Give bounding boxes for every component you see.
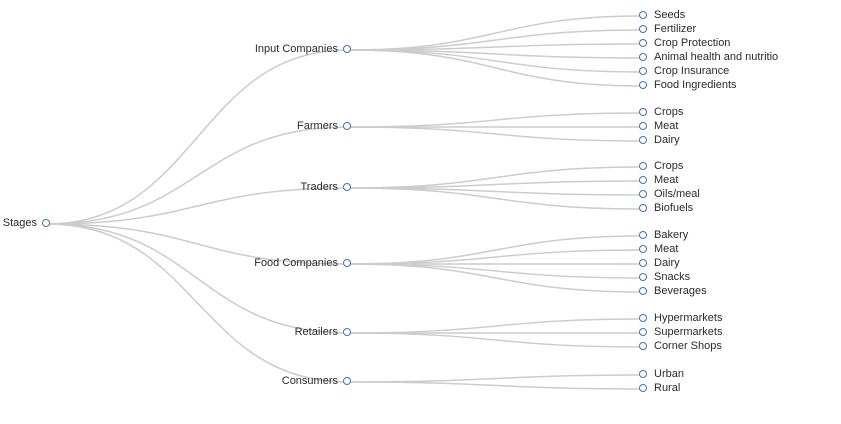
link-farmers-to-crops — [347, 112, 645, 128]
link-root-to-food-companies — [46, 223, 349, 265]
node-leaf-input-companies-food-ingredients-label: Food Ingredients — [654, 79, 737, 91]
circle-icon[interactable] — [639, 370, 647, 378]
circle-icon[interactable] — [639, 67, 647, 75]
circle-icon[interactable] — [639, 176, 647, 184]
link-root-to-traders — [46, 187, 349, 225]
link-retailers-to-corner-shops — [347, 332, 645, 348]
circle-icon[interactable] — [639, 384, 647, 392]
node-leaf-food-companies-bakery-label: Bakery — [654, 229, 689, 241]
node-leaf-input-companies-fertilizer-label: Fertilizer — [654, 23, 697, 35]
circle-icon[interactable] — [639, 25, 647, 33]
circle-icon[interactable] — [639, 273, 647, 281]
link-food-companies-to-snacks — [347, 263, 645, 279]
node-stage-consumers-label: Consumers — [281, 375, 338, 387]
node-leaf-retailers-hypermarkets-label: Hypermarkets — [654, 312, 723, 324]
link-input-companies-to-crop-protection — [347, 43, 645, 51]
node-leaf-food-companies-snacks-label: Snacks — [654, 271, 691, 283]
circle-icon[interactable] — [639, 314, 647, 322]
node-leaf-traders-crops-label: Crops — [654, 160, 684, 172]
link-traders-to-biofuels — [347, 187, 645, 210]
node-stage-traders-label: Traders — [300, 181, 339, 193]
circle-icon[interactable] — [639, 39, 647, 47]
circle-icon[interactable] — [639, 190, 647, 198]
circle-icon[interactable] — [639, 245, 647, 253]
circle-icon[interactable] — [639, 231, 647, 239]
node-leaf-consumers-rural-label: Rural — [654, 382, 681, 394]
node-leaf-traders-biofuels-label: Biofuels — [654, 202, 694, 214]
link-consumers-to-rural — [347, 381, 645, 390]
link-traders-to-meat — [347, 180, 645, 189]
circle-icon[interactable] — [343, 377, 351, 385]
circle-icon[interactable] — [42, 219, 50, 227]
node-leaf-traders-oils-meal-label: Oils/meal — [654, 188, 700, 200]
link-root-to-retailers — [46, 223, 349, 334]
node-leaf-food-companies-dairy-label: Dairy — [654, 257, 680, 269]
node-leaf-food-companies-beverages-label: Beverages — [654, 285, 707, 297]
circle-icon[interactable] — [639, 81, 647, 89]
circle-icon[interactable] — [343, 259, 351, 267]
circle-icon[interactable] — [343, 45, 351, 53]
circle-icon[interactable] — [639, 342, 647, 350]
node-stage-retailers-label: Retailers — [294, 326, 338, 338]
node-leaf-input-companies-crop-protection-label: Crop Protection — [654, 37, 731, 49]
link-food-companies-to-meat — [347, 249, 645, 265]
link-input-companies-to-food-ingredients — [347, 49, 645, 87]
node-leaf-farmers-meat-label: Meat — [654, 120, 679, 132]
node-stage-farmers-label: Farmers — [297, 120, 338, 132]
link-consumers-to-urban — [347, 374, 645, 383]
node-root-stages-label: Stages — [2, 217, 37, 229]
circle-icon[interactable] — [639, 136, 647, 144]
circle-icon[interactable] — [639, 53, 647, 61]
circle-icon[interactable] — [639, 162, 647, 170]
link-root-to-farmers — [46, 126, 349, 225]
node-leaf-input-companies-crop-insurance-label: Crop Insurance — [654, 65, 730, 77]
circle-icon[interactable] — [639, 108, 647, 116]
circle-icon[interactable] — [343, 183, 351, 191]
circle-icon[interactable] — [639, 11, 647, 19]
circle-icon[interactable] — [639, 259, 647, 267]
node-leaf-retailers-corner-shops-label: Corner Shops — [654, 340, 722, 352]
circle-icon[interactable] — [639, 328, 647, 336]
circle-icon[interactable] — [343, 122, 351, 130]
node-leaf-retailers-supermarkets-label: Supermarkets — [654, 326, 723, 338]
link-food-companies-to-beverages — [347, 263, 645, 293]
node-leaf-food-companies-meat-label: Meat — [654, 243, 679, 255]
node-leaf-farmers-crops-label: Crops — [654, 106, 684, 118]
link-root-to-consumers — [46, 223, 349, 383]
link-root-to-input-companies — [46, 49, 349, 225]
circle-icon[interactable] — [639, 122, 647, 130]
circle-icon[interactable] — [639, 204, 647, 212]
link-farmers-to-dairy — [347, 126, 645, 142]
node-leaf-input-companies-seeds-label: Seeds — [654, 9, 686, 21]
node-stage-food-companies-label: Food Companies — [254, 257, 338, 269]
node-leaf-traders-meat-label: Meat — [654, 174, 679, 186]
link-retailers-to-hypermarkets — [347, 318, 645, 334]
circle-icon[interactable] — [639, 287, 647, 295]
node-leaf-input-companies-animal-health-and-nutritio-label: Animal health and nutritio — [654, 51, 779, 63]
node-leaf-farmers-dairy-label: Dairy — [654, 134, 680, 146]
circle-icon[interactable] — [343, 328, 351, 336]
node-stage-input-companies-label: Input Companies — [254, 43, 338, 55]
node-leaf-consumers-urban-label: Urban — [654, 368, 684, 380]
